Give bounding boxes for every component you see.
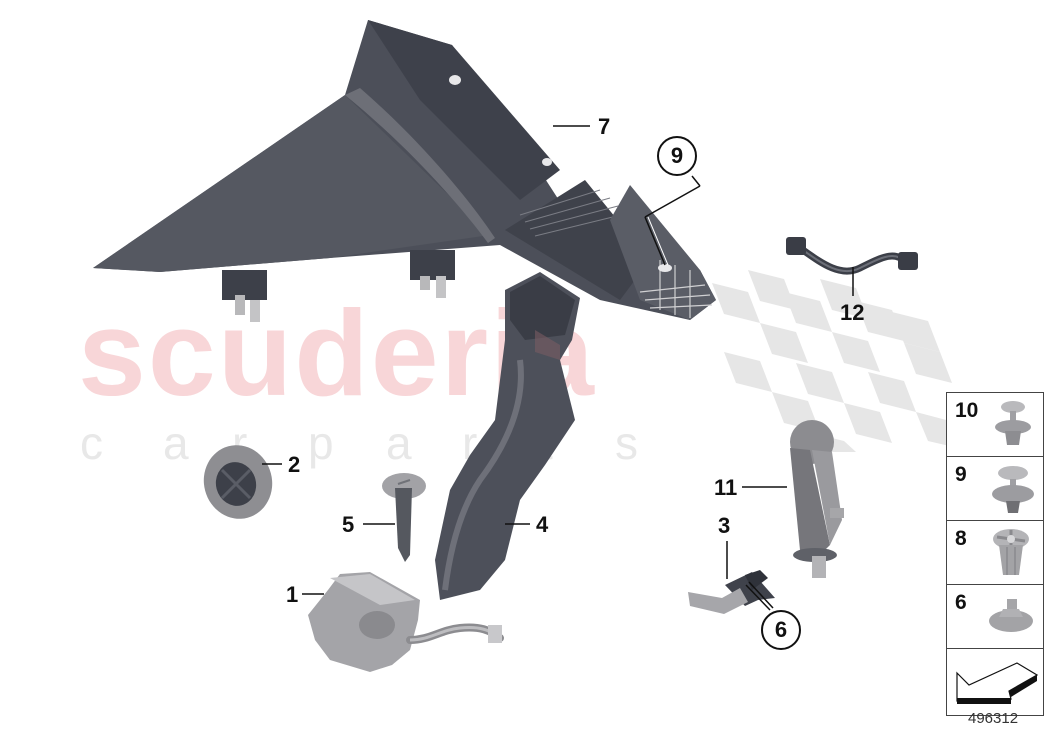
callout-1: 1 [286, 582, 299, 607]
callout-11: 11 [714, 475, 738, 500]
callout-5: 5 [342, 512, 355, 537]
watermark-letter: p [308, 417, 334, 469]
direction-arrow-icon [956, 662, 1039, 704]
legend-number: 10 [955, 399, 979, 422]
push-rivet-cap-icon [995, 401, 1031, 445]
circled-callout-6: 6 [761, 610, 801, 650]
part-11-holder-bracket [790, 420, 844, 578]
fastener-legend: 10 9 8 [946, 392, 1044, 716]
part-5-expanding-rivet [382, 473, 426, 562]
legend-item-9: 9 [947, 457, 1043, 521]
callout-7: 7 [598, 114, 611, 139]
diagram-id-label: 496312 [968, 710, 1019, 727]
legend-number: 9 [955, 463, 967, 486]
legend-number: 8 [955, 527, 967, 550]
callout-2: 2 [288, 452, 301, 477]
legend-item-arrow [947, 649, 1043, 715]
part-2-grommet [203, 445, 273, 519]
circled-callout-9: 9 [657, 136, 697, 176]
spreader-clip-icon [989, 599, 1033, 632]
callout-3: 3 [718, 513, 731, 538]
watermark-letter: c [80, 417, 103, 469]
legend-number: 6 [955, 591, 967, 614]
part-12-hose-line [786, 237, 918, 275]
callout-12: 12 [840, 300, 865, 325]
push-rivet-icon [992, 466, 1034, 513]
leader-lines [262, 125, 854, 611]
legend-item-8: 8 [947, 521, 1043, 585]
watermark-letter: s [615, 417, 638, 469]
part-1-reservoir [308, 572, 504, 672]
part-4-air-duct [435, 272, 580, 600]
legend-item-10: 10 [947, 393, 1043, 457]
watermark-letter: a [386, 417, 412, 469]
watermark-letter: a [163, 417, 189, 469]
part-7-cowl-panel [93, 20, 716, 322]
legend-item-6: 6 [947, 585, 1043, 649]
callout-4: 4 [536, 512, 549, 537]
clip-nut-icon [993, 529, 1029, 575]
part-3-nozzle [688, 570, 775, 614]
